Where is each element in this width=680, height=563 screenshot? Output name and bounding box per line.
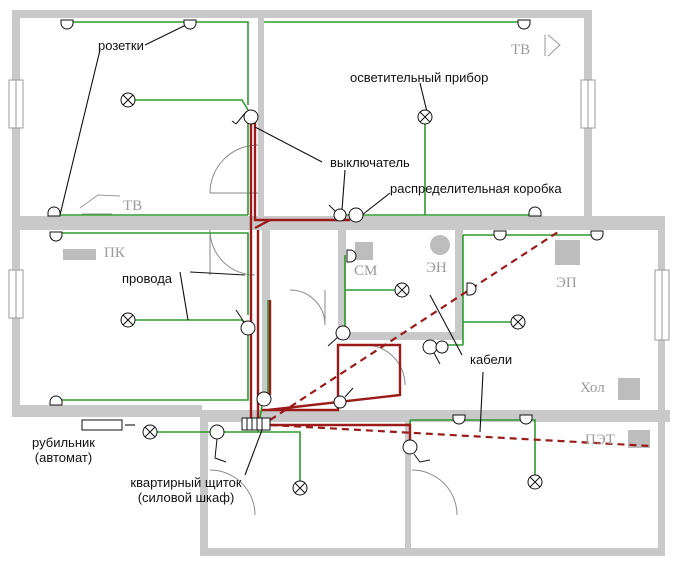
washer-box (355, 242, 373, 260)
switch-icon (235, 309, 256, 336)
light-fixture-icon (417, 109, 433, 125)
wall (12, 405, 202, 417)
wall (262, 230, 270, 395)
socket-icon (49, 395, 63, 406)
socket-icon (49, 231, 63, 242)
wall (338, 332, 460, 340)
junction-box-icon (348, 207, 364, 223)
switch-icon (402, 439, 431, 463)
distribution (81, 417, 271, 431)
socket-icon (452, 414, 466, 425)
pc-box (63, 249, 96, 260)
junction-box-icon (435, 340, 449, 354)
socket-icon (183, 19, 197, 30)
light-fixture-icon (120, 92, 136, 108)
socket-icon (517, 19, 531, 30)
label-outlets: розетки (98, 38, 144, 53)
room-label-pc: ПК (104, 245, 125, 261)
switch-icon (328, 204, 347, 222)
wall (405, 410, 411, 556)
socket-icon (466, 282, 477, 296)
switch-icon (256, 391, 272, 407)
wall (200, 410, 208, 556)
switch-icon (327, 325, 351, 347)
breaker-icon (81, 419, 123, 431)
cables (249, 115, 651, 448)
leader-lines (59, 23, 484, 476)
switch-icon (333, 387, 354, 409)
room-label-washer: СМ (354, 263, 378, 279)
panel-icon (241, 417, 271, 431)
wall (265, 216, 665, 230)
label-junction-box: распределительная коробка (390, 181, 562, 196)
wall (12, 10, 592, 18)
windows (8, 79, 670, 341)
sockets (47, 19, 604, 425)
label-light-fixture: осветительный прибор (350, 70, 489, 85)
walls (12, 10, 670, 556)
socket-icon (493, 230, 507, 241)
socket-icon (590, 230, 604, 241)
wall (338, 230, 346, 340)
room-label-water-heater: ПЭТ (585, 432, 615, 448)
wall (455, 230, 463, 340)
switch-icon (231, 109, 259, 125)
wall (200, 548, 665, 556)
socket-icon (519, 414, 533, 425)
wiring (54, 21, 597, 488)
label-panel-line1: квартирный щиток (130, 475, 242, 490)
wall (258, 18, 264, 218)
label-cables: кабели (470, 352, 513, 367)
label-switch: выключатель (330, 155, 410, 170)
switches (209, 109, 449, 463)
room-label-tv-top: ТВ (511, 42, 531, 58)
en-circle (430, 235, 450, 255)
wall (658, 416, 665, 556)
socket-icon (528, 206, 542, 217)
label-breaker: рубильник (автомат) (26, 435, 101, 465)
lights (120, 92, 543, 496)
room-label-en: ЭН (426, 260, 447, 276)
light-fixture-icon (527, 474, 543, 490)
wall (200, 410, 670, 422)
water-heater-box (628, 430, 650, 448)
label-wires: провода (122, 271, 173, 286)
light-fixture-icon (510, 314, 526, 330)
socket-icon (47, 206, 61, 217)
label-panel: квартирный щиток (силовой шкаф) (116, 475, 256, 505)
appliances (63, 34, 650, 448)
room-label-tv-left: ТВ (123, 198, 143, 214)
socket-icon (346, 249, 357, 263)
tv-stand-top (544, 34, 561, 57)
label-breaker-line1: рубильник (32, 435, 95, 450)
label-panel-line2: (силовой шкаф) (137, 490, 235, 505)
tv-stand-left (79, 194, 121, 215)
ep-box (555, 240, 580, 265)
room-label-ep: ЭП (556, 275, 577, 291)
light-fixture-icon (120, 312, 136, 328)
switch-icon (209, 424, 227, 463)
light-fixture-icon (394, 282, 410, 298)
light-fixture-icon (292, 480, 308, 496)
label-breaker-line2: (автомат) (34, 450, 93, 465)
fridge-box (618, 378, 640, 400)
room-label-fridge: Хол (580, 380, 605, 396)
light-fixture-icon (142, 424, 158, 440)
wall (12, 10, 20, 410)
wall (20, 216, 265, 230)
socket-icon (60, 19, 74, 30)
